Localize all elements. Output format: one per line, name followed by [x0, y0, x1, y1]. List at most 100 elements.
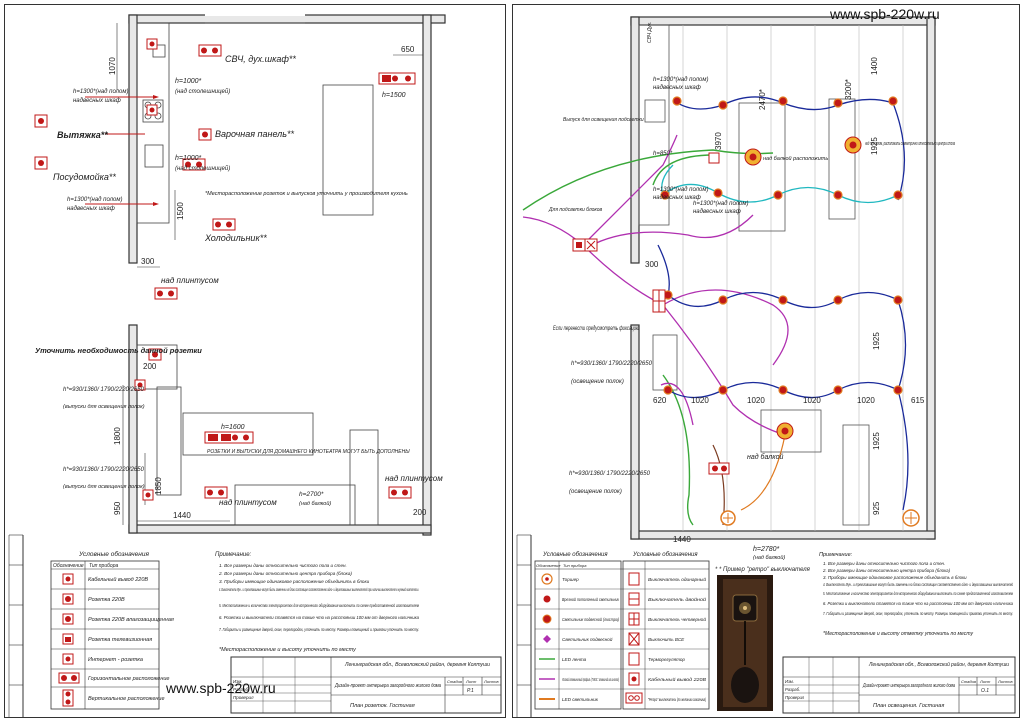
legend-title-1: Условные обозначения	[542, 552, 608, 558]
note-nad-plintusom-2: над плинтусом	[219, 498, 277, 507]
note-nad-balkoy: над балкой расположить	[763, 155, 828, 162]
dim-615: 615	[911, 396, 925, 405]
primechanie-item-6: 7. Габариты и размещение дверей, окон, п…	[219, 626, 419, 632]
note-h1500: h=1500	[382, 92, 406, 99]
primechanie-title-r: Примечание:	[819, 552, 853, 558]
stamp-s3: Листов	[483, 679, 499, 684]
note-h930b-r: h*=930/1360/ 1790/2220/2650	[569, 471, 651, 477]
note-h1000b-sub: (над столешницей)	[175, 165, 230, 172]
legend-right-row-0: Выключатель одинарный	[648, 576, 706, 582]
legend-left-row-6: LED светильник	[562, 697, 599, 702]
note-h2780: h=2780*	[753, 546, 780, 553]
right-drawing-svg: 1400 3200* 2470* 3970 1925 1925 1925 925…	[516, 16, 1016, 717]
note-h1300b-r: h=1300*(над полом)	[693, 201, 748, 207]
title-address: Ленинградская обл., Всеволожский район, …	[344, 661, 490, 668]
dim-1440-r: 1440	[673, 535, 691, 544]
note-h1300b: h=1300*(над полом)	[67, 197, 122, 203]
dim-1925a: 1925	[870, 137, 879, 155]
legend-right-row-5: Кабельный вывод 220В	[648, 676, 706, 682]
legend-left-row-2: Светильник подвесной (люстра)	[562, 616, 619, 622]
primechanie-r-item-4: 5. Местоположение и количество электроро…	[823, 591, 1013, 596]
title-block-right: Изм. Разраб. Проверил Ленинградская обл.…	[782, 656, 1016, 714]
note-nad-potolkom: над потолком, расположить симметрично от…	[865, 141, 955, 147]
legend-right-row-3: Выключить ВСЕ	[648, 637, 685, 642]
title-address-r: Ленинградская обл., Всеволожский район, …	[868, 661, 1009, 668]
dim-1020b: 1020	[747, 396, 765, 405]
dim-1440: 1440	[173, 511, 191, 520]
watermark-right: www.spb-220w.ru	[830, 6, 940, 22]
stamp-r1-r: Изм.	[785, 679, 794, 684]
primechanie-r-footer: *Месторасположение и высоту отметку уточ…	[823, 631, 973, 637]
primechanie-item-1: 2. Все размеры даны относительно центра …	[218, 571, 352, 576]
dim-1020d: 1020	[857, 396, 875, 405]
retro-switch-photo: * * Пример "ретро" выключателя	[715, 567, 811, 711]
legend-r-col2: Тип прибора	[563, 563, 587, 568]
title-sheet-no-r: О.1	[981, 688, 989, 694]
primechanie-title: Примечание:	[215, 552, 252, 558]
note-vypusk: Выпуск для освещения подсветки	[563, 117, 644, 123]
legend-table-right: Условные обозначения Условные обозначени…	[534, 552, 710, 710]
legend-left-row-1: Врезной потолочный светильник	[562, 596, 620, 602]
stamp-s2: Лист	[465, 679, 477, 684]
dim-3970: 3970	[714, 132, 723, 150]
note-h930-sub-r: (освещение полок)	[571, 379, 624, 385]
legend-left-row-3: Светильник подвесной	[562, 636, 613, 642]
photo-caption: * * Пример "ретро" выключателя	[715, 567, 811, 573]
note-mesto: *Месторасположение розеток и выпусков ут…	[205, 191, 408, 197]
legend-row-0: Кабельный вывод 220В	[88, 576, 148, 583]
dim-1020a: 1020	[691, 396, 709, 405]
title-project-r: Дизайн-проект интерьера загородного жило…	[862, 682, 955, 689]
note-holodilnik: Холодильник**	[204, 233, 267, 243]
primechanie-footer: *Месторасположение и высоту уточнить по …	[219, 647, 357, 653]
note-h930a-sub: (выпуски для освещения полок)	[63, 404, 145, 410]
note-h1000a: h=1000*	[175, 78, 202, 85]
dim-300-r: 300	[645, 260, 659, 269]
room-walls	[128, 14, 446, 536]
note-h2700: h=2700*	[299, 491, 324, 498]
kitchen-counter	[136, 22, 170, 224]
title-sheet-name: План розеток. Гостиная	[350, 703, 415, 709]
note-h930b-sub: (выпуски для освещения полок)	[63, 484, 145, 490]
legend-left-row-5: Угловой алюминиевый профиль ("NKOL" алюм…	[562, 676, 619, 682]
dim-1400: 1400	[870, 57, 879, 75]
note-nad-plintusom-1: над плинтусом	[161, 276, 219, 285]
primechanie-item-4: 5. Местоположение и количество электроро…	[219, 602, 420, 608]
dim-1070: 1070	[108, 57, 117, 75]
legend-right-row-2: Выключатель четверной	[648, 616, 706, 622]
note-nad-balkoy-2: над балкой	[747, 453, 783, 461]
legend-table: Условные обозначения Обозначение Тип при…	[50, 550, 174, 710]
legend-right-row-6: "Ретро" выключатель (по желанию заказчик…	[648, 697, 706, 702]
socket-symbols	[34, 38, 416, 501]
stamp-r3-r: Проверил	[785, 695, 805, 700]
stamp-r2: Разраб.	[233, 687, 249, 692]
note-h2780-sub: (над балкой)	[753, 554, 785, 561]
legend-row-4: Интернет - розетка	[88, 657, 143, 663]
primechanie-item-0: 1. Все размеры даны относительно чистого…	[219, 563, 347, 568]
legend-left-row-4: LED лента	[562, 657, 587, 662]
stamp-r1: Изм.	[233, 679, 243, 684]
dim-650: 650	[401, 45, 415, 54]
primechanie-item-3: 4. Выключатели Мун.. и трехклавишные мог…	[219, 586, 419, 592]
dim-300: 300	[141, 257, 155, 266]
legend-r-col1: Обозначение	[536, 563, 561, 568]
dim-1500: 1500	[176, 202, 185, 220]
title-sheet-no: Р.1	[467, 688, 474, 694]
ceiling-lights	[660, 96, 920, 527]
note-vytyazhka: Вытяжка**	[57, 130, 108, 140]
note-nad-plintusom-3: над плинтусом	[385, 474, 443, 483]
stamp-s3-r: Листов	[997, 679, 1013, 684]
note-svch: СВЧ, дух.шкаф**	[225, 54, 296, 64]
left-drawing-sheet: 1070 650 1500 300 1800 1850 950 1440 200…	[4, 4, 506, 718]
primechanie-r-item-5: 6. Розетки и выключатели ставятся на так…	[823, 601, 1014, 606]
note-h1300b-sub: надвесных шкаф	[67, 206, 115, 212]
legend-right-row-4: Терморегулятор	[648, 657, 685, 662]
primechanie-block-right: Примечание: 1. Все размеры даны относите…	[819, 552, 1014, 637]
primechanie-block: Примечание: 1. Все размеры даны относите…	[215, 552, 420, 653]
legend-left-row-0: Торшер	[562, 577, 579, 582]
legend-col2: Тип прибора	[89, 563, 118, 569]
dim-3200: 3200*	[844, 79, 853, 100]
note-h1300a: h=1300*(над полом)	[73, 89, 128, 95]
dim-950: 950	[113, 501, 122, 515]
note-h930b-sub-r: (освещение полок)	[569, 489, 622, 495]
note-podsvetka: Для подсветки блоков	[548, 207, 603, 213]
